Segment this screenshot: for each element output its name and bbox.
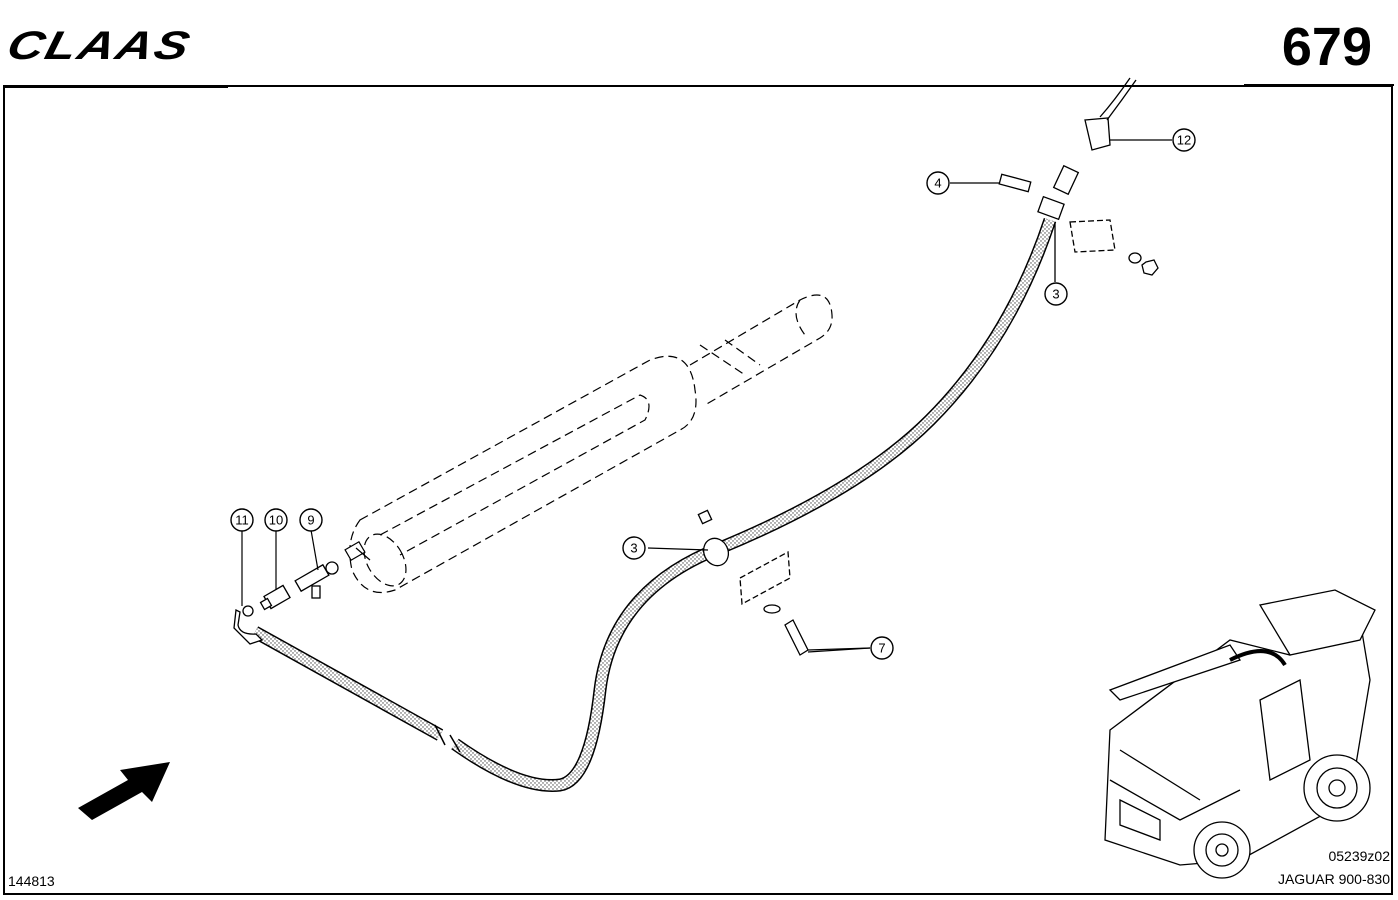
pressure-sensor (1052, 77, 1172, 196)
header-rule-left (3, 86, 228, 88)
svg-text:3: 3 (1052, 287, 1059, 302)
hose-end-elbow (233, 605, 264, 645)
callout-leaders (241, 529, 871, 651)
hose-clamp-middle (697, 509, 871, 656)
callout-9: 9 (299, 508, 323, 532)
document-id: 144813 (8, 873, 55, 889)
direction-arrow-icon (78, 762, 170, 820)
svg-text:11: 11 (235, 513, 249, 528)
hydraulic-hose (251, 217, 1057, 792)
svg-text:12: 12 (1177, 133, 1191, 148)
callout-7: 7 (870, 636, 894, 660)
callout-11: 11 (230, 508, 254, 532)
drawing-code: 05239z02 (1328, 848, 1390, 864)
model-name: JAGUAR 900-830 (1277, 871, 1390, 887)
svg-text:10: 10 (269, 513, 283, 528)
callout-4: 4 (926, 171, 950, 195)
page-number: 679 (1281, 17, 1372, 77)
svg-text:3: 3 (630, 541, 637, 556)
callout-3-top: 3 (1044, 282, 1068, 306)
forage-harvester-icon (1104, 589, 1376, 879)
tee-fitting (294, 561, 339, 599)
adapter-fitting (259, 584, 291, 611)
callout-3-middle: 3 (622, 536, 646, 560)
svg-text:7: 7 (878, 641, 885, 656)
svg-text:4: 4 (934, 176, 941, 191)
callout-10: 10 (264, 508, 288, 532)
hydraulic-cylinder-phantom (349, 294, 833, 594)
cylinder-port-fitting (344, 540, 371, 562)
drawing-frame (3, 85, 1393, 895)
svg-text:9: 9 (307, 513, 314, 528)
callout-12: 12 (1172, 128, 1196, 152)
top-mounting-hardware (950, 173, 1159, 282)
